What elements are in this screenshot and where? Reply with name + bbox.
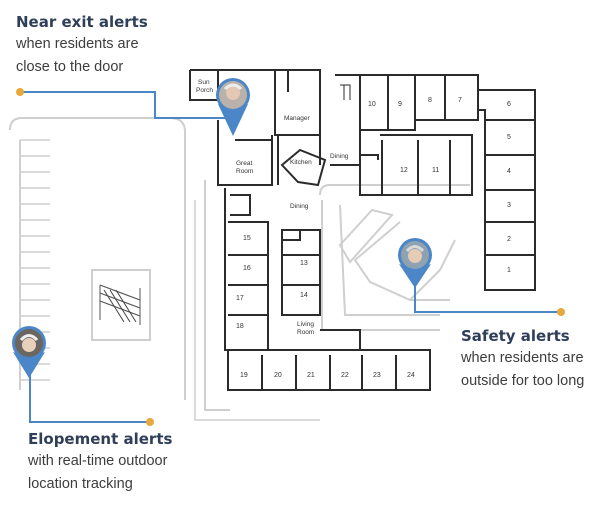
- room-label: Kitchen: [290, 159, 312, 166]
- room-number: 13: [300, 260, 308, 267]
- room-number: 22: [341, 372, 349, 379]
- room-number: 21: [307, 372, 315, 379]
- room-number: 19: [240, 372, 248, 379]
- callout-title: Near exit alerts: [16, 13, 148, 31]
- elopement-alerts-callout: Elopement alerts with real-time outdoor …: [28, 428, 172, 496]
- room-label: Great: [236, 160, 252, 167]
- near-exit-connector: [20, 91, 225, 119]
- room-label: Dining: [330, 153, 349, 160]
- room-number: 14: [300, 292, 308, 299]
- room-number: 4: [507, 168, 511, 175]
- room-number: 3: [507, 202, 511, 209]
- room-label: Dining: [290, 203, 309, 210]
- room-number: 23: [373, 372, 381, 379]
- callout-description-line: when residents are: [16, 36, 139, 52]
- resident-location-pin-icon[interactable]: [12, 326, 46, 378]
- room-label: Manager: [284, 115, 310, 122]
- near-exit-dot: [16, 88, 24, 96]
- callout-dots: [16, 88, 565, 426]
- room-number: 10: [368, 101, 376, 108]
- room-number: 20: [274, 372, 282, 379]
- safety-dot: [557, 308, 565, 316]
- resident-location-pin-icon[interactable]: [216, 78, 250, 136]
- room-number: 5: [507, 134, 511, 141]
- room-number: 8: [428, 97, 432, 104]
- room-number: 6: [507, 101, 511, 108]
- room-label: Room: [236, 168, 253, 175]
- room-numbers: 1 2 3 4 5 6 7 8 9 10 11 12 13 14 15 16 1…: [236, 97, 511, 379]
- room-number: 24: [407, 372, 415, 379]
- safety-connector: [414, 286, 561, 313]
- elopement-dot: [146, 418, 154, 426]
- room-label: Room: [297, 329, 314, 336]
- callout-description-line: outside for too long: [461, 373, 585, 389]
- room-label: Sun: [198, 79, 210, 86]
- room-label: Porch: [196, 87, 213, 94]
- room-number: 16: [243, 265, 251, 272]
- room-number: 2: [507, 236, 511, 243]
- room-label: Living: [297, 321, 314, 328]
- room-labels: Sun Porch Manager Great Room Kitchen Din…: [196, 79, 349, 336]
- near-exit-alerts-callout: Near exit alerts when residents are clos…: [16, 11, 148, 79]
- room-number: 1: [507, 267, 511, 274]
- callout-lines: [20, 91, 561, 423]
- elopement-connector: [29, 362, 150, 423]
- room-number: 7: [458, 97, 462, 104]
- callout-description-line: with real-time outdoor: [28, 453, 168, 469]
- callout-description-line: when residents are: [461, 350, 584, 366]
- room-number: 11: [432, 167, 439, 174]
- room-number: 12: [400, 167, 408, 174]
- callout-description-line: close to the door: [16, 59, 124, 75]
- courtyard-paths: [319, 184, 470, 331]
- callout-title: Elopement alerts: [28, 430, 173, 448]
- room-number: 9: [398, 101, 402, 108]
- room-number: 18: [236, 323, 244, 330]
- room-number: 17: [236, 295, 244, 302]
- callout-title: Safety alerts: [461, 327, 570, 345]
- callout-description-line: location tracking: [28, 476, 133, 492]
- room-number: 15: [243, 235, 251, 242]
- building-walls: [189, 69, 536, 391]
- safety-alerts-callout: Safety alerts when residents are outside…: [461, 325, 584, 393]
- resident-location-pin-icon[interactable]: [398, 238, 432, 288]
